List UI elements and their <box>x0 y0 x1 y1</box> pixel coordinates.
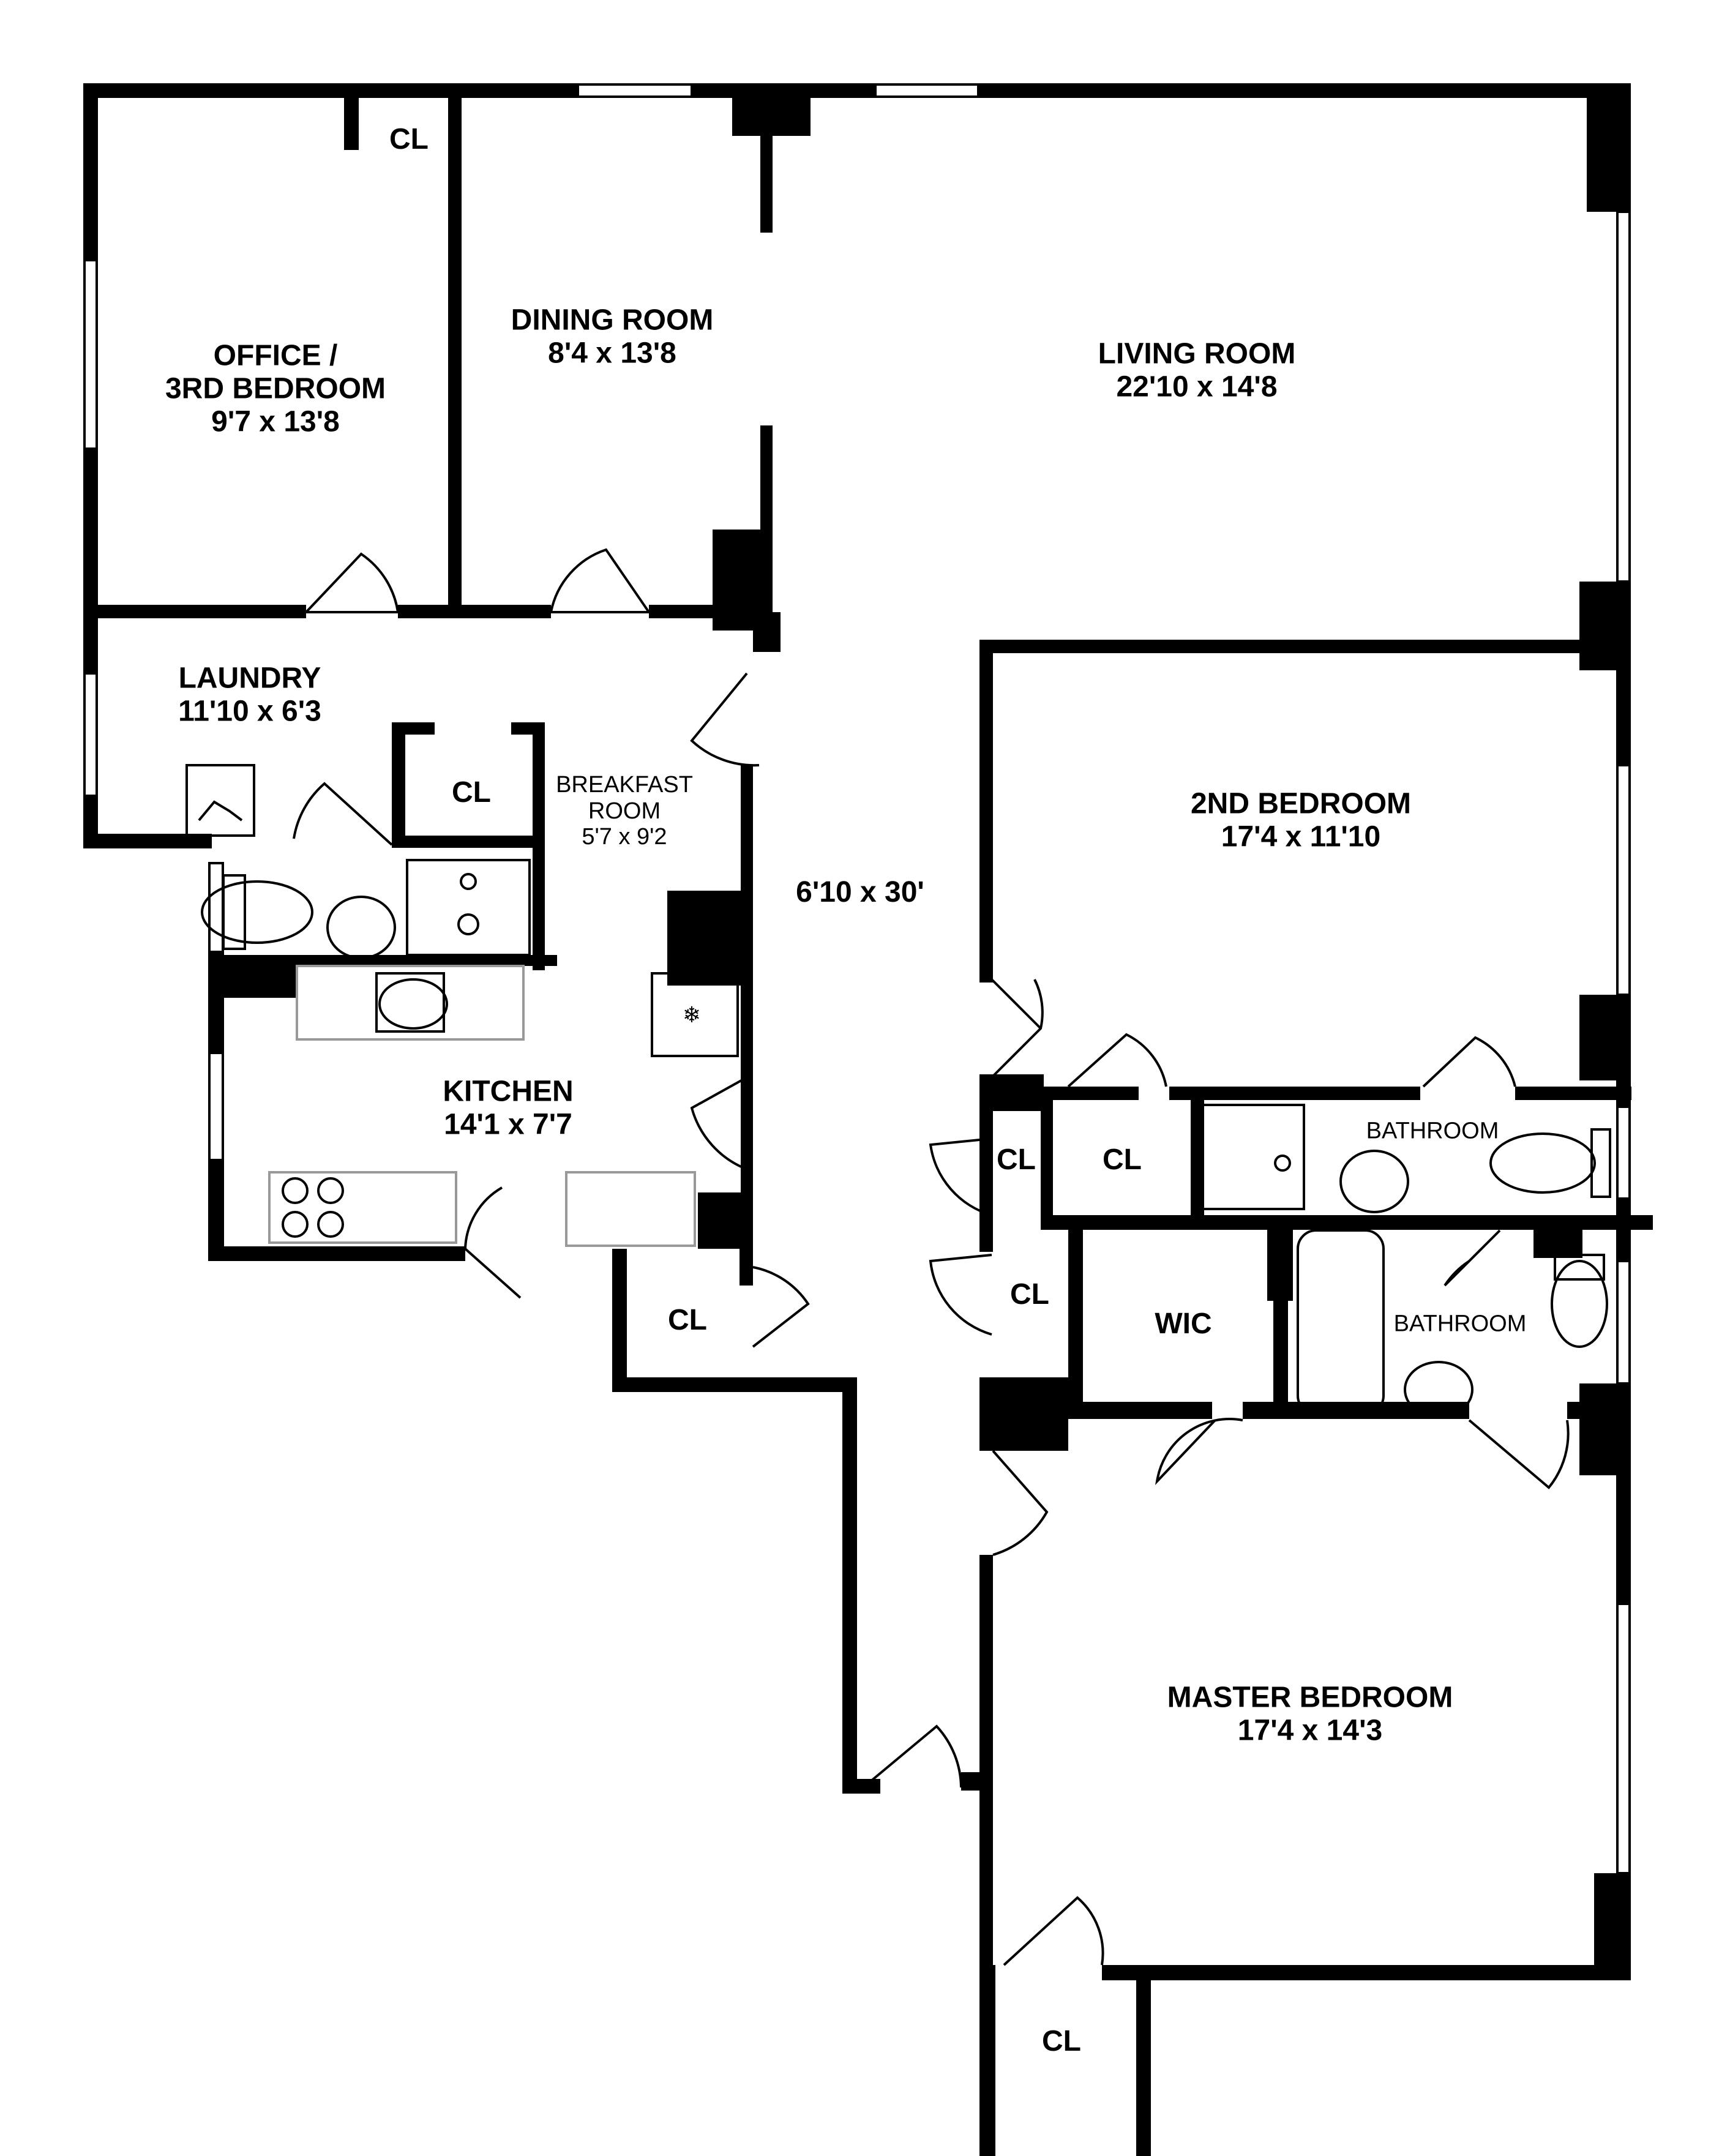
master-bedroom-label: MASTER BEDROOM 17'4 x 14'3 <box>1167 1681 1453 1746</box>
dining-room-label: DINING ROOM 8'4 x 13'8 <box>511 304 714 369</box>
bathtub-icon <box>1297 1229 1385 1415</box>
office-label: OFFICE / 3RD BEDROOM 9'7 x 13'8 <box>165 339 386 438</box>
closet-label-laundry: CL <box>452 776 491 809</box>
toilet-icon <box>201 880 313 944</box>
bathroom-upper-label: BATHROOM <box>1366 1118 1499 1144</box>
windows <box>83 83 1631 1874</box>
hall-label: 6'10 x 30' <box>796 876 924 909</box>
kitchen-label: KITCHEN 14'1 x 7'7 <box>443 1075 574 1140</box>
svg-text:❄: ❄ <box>683 1003 701 1028</box>
wic-label: WIC <box>1155 1308 1212 1341</box>
laundry-label: LAUNDRY 11'10 x 6'3 <box>178 662 321 727</box>
closet-label-office: CL <box>389 123 429 156</box>
second-bedroom-label: 2ND BEDROOM 17'4 x 11'10 <box>1190 787 1412 853</box>
sink-icon <box>326 896 396 959</box>
bathroom-lower-label: BATHROOM <box>1393 1311 1527 1337</box>
closet-label-hall-lower: CL <box>1010 1278 1049 1311</box>
breakfast-room-label: BREAKFAST ROOM 5'7 x 9'2 <box>556 772 693 850</box>
closet-label-hall-upper: CL <box>997 1144 1036 1177</box>
living-room-label: LIVING ROOM 22'10 x 14'8 <box>1098 337 1296 403</box>
shower-icon <box>406 859 531 956</box>
closet-label-second-bedroom: CL <box>1103 1144 1142 1177</box>
washer-icon <box>185 764 255 837</box>
fixtures: ❄ <box>185 764 1611 1418</box>
closet-label-master: CL <box>1042 2025 1081 2058</box>
closet-label-kitchen: CL <box>668 1304 707 1337</box>
door-swings <box>293 548 1570 1966</box>
